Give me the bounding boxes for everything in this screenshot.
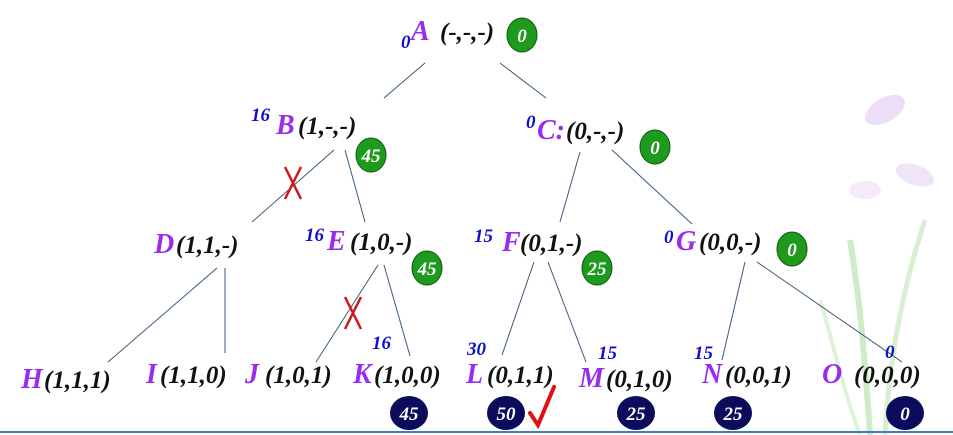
node-value: 45: [417, 259, 438, 280]
node-letter: F: [501, 227, 521, 258]
node-tuple: (0,1,-): [520, 230, 582, 257]
node-letter: B: [275, 110, 295, 141]
node-letter: K: [352, 359, 374, 390]
edge-E-J: [315, 264, 379, 363]
edge-B-E: [344, 149, 366, 223]
node-bound: 16: [372, 333, 392, 354]
node-tuple: (1,0,0): [374, 362, 441, 389]
edge-F-M: [547, 261, 587, 363]
node-tuple: (1,0,1): [265, 362, 332, 389]
node-letter: D: [153, 229, 174, 260]
flower-decoration: [818, 94, 935, 435]
node-value-badge: 0: [639, 129, 671, 165]
node-value-badge: 25: [581, 250, 613, 286]
node-value: 45: [361, 146, 382, 167]
node-value-badge: 50: [487, 396, 525, 430]
node-value-badge: 25: [617, 396, 655, 430]
node-tuple: (0,0,1): [725, 362, 792, 389]
node-value-badge: 0: [886, 396, 924, 430]
node-tuple: (0,-,-): [566, 118, 624, 145]
edge-D-H: [107, 267, 218, 363]
node-value: 0: [650, 138, 660, 159]
edge-C-F: [559, 151, 581, 223]
node-letter: C:: [537, 115, 565, 146]
edge-F-L: [501, 261, 535, 356]
tree-node-F: 15 F(0,1,-)25: [474, 226, 613, 286]
node-letter: E: [326, 226, 346, 257]
node-bound: 16: [251, 105, 271, 126]
tree-node-K: 16K(1,0,0) 45: [352, 333, 441, 430]
node-bound: 0: [401, 32, 411, 53]
node-letter: O: [822, 359, 842, 390]
edge-G-O: [756, 261, 903, 363]
node-letter: I: [145, 359, 158, 390]
node-value: 0: [900, 404, 910, 425]
node-tuple: (1,0,-): [350, 229, 412, 256]
tree-node-O: 0O(0,0,0)0: [822, 342, 924, 430]
edge-A-B: [383, 62, 426, 99]
node-tuple: (0,1,1): [487, 362, 554, 389]
node-tuple: (0,0,-): [699, 229, 761, 256]
node-bound: 0: [885, 342, 895, 363]
node-value: 0: [517, 26, 527, 47]
node-value: 50: [497, 404, 517, 425]
tree-node-D: D(1,1,-): [153, 229, 238, 260]
node-value-badge: 0: [506, 17, 538, 53]
checkmark-icon: [528, 385, 556, 430]
tree-node-M: 15M(0,1,0) 25: [578, 343, 673, 430]
node-tuple: (0,0,0): [854, 362, 921, 389]
edge-C-G: [611, 149, 693, 225]
node-tuple: (1,-,-): [298, 113, 356, 140]
tree-node-I: I(1,1,0): [145, 359, 227, 390]
node-value-badge: 0: [776, 231, 808, 267]
prune-x-icon: [343, 296, 363, 330]
edge-B-D: [251, 149, 335, 223]
node-value: 25: [626, 404, 647, 425]
node-letter: J: [244, 359, 260, 390]
node-value: 0: [787, 240, 797, 261]
edge-G-N: [721, 261, 746, 361]
node-bound: 16: [305, 225, 325, 246]
node-letter: A: [409, 16, 430, 47]
tree-node-J: J(1,0,1): [244, 359, 332, 390]
node-value: 45: [399, 404, 420, 425]
node-tuple: (-,-,-): [440, 19, 494, 46]
node-value-badge: 25: [714, 396, 752, 430]
node-bound: 30: [466, 339, 487, 360]
node-bound: 15: [598, 343, 618, 364]
node-bound: 15: [474, 226, 494, 247]
node-letter: G: [676, 226, 696, 257]
node-letter: H: [20, 364, 44, 395]
node-letter: M: [578, 363, 605, 394]
prune-x-icon: [283, 166, 303, 200]
node-letter: N: [701, 359, 724, 390]
node-tuple: (0,1,0): [606, 366, 673, 393]
node-letter: L: [465, 359, 483, 390]
tree-node-H: H(1,1,1): [20, 364, 111, 395]
node-bound: 15: [694, 343, 714, 364]
node-value-badge: 45: [411, 250, 443, 286]
tree-node-L: 30L(0,1,1) 50: [465, 339, 556, 430]
edge-E-K: [383, 264, 411, 357]
node-value: 25: [587, 259, 608, 280]
node-value: 25: [723, 404, 744, 425]
node-tuple: (1,1,0): [160, 362, 227, 389]
node-tuple: (1,1,-): [176, 232, 238, 259]
node-bound: 0: [664, 227, 674, 248]
node-bound: 0: [526, 112, 536, 133]
node-tuple: (1,1,1): [44, 367, 111, 394]
node-value-badge: 45: [355, 137, 387, 173]
tree-node-N: 15N(0,0,1) 25: [694, 343, 792, 430]
node-value-badge: 45: [390, 396, 428, 430]
edge-A-C: [499, 62, 547, 99]
